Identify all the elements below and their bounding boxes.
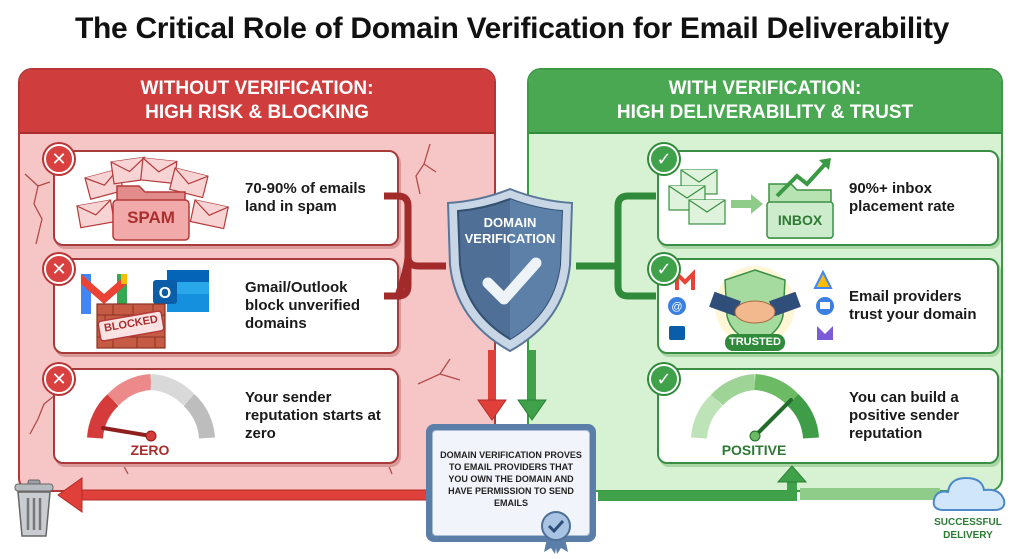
successful-delivery-label: SUCCESSFUL DELIVERY bbox=[934, 517, 1002, 541]
positive-label: POSITIVE bbox=[721, 442, 787, 458]
blocked-card: O BLOCKED Gmail/Outlook block unverified… bbox=[53, 258, 399, 354]
reputation-zero-text: Your sender reputation starts at zero bbox=[245, 389, 381, 442]
inbox-card-text: 90%+ inbox placement rate bbox=[849, 180, 955, 215]
spam-card-text: 70-90% of emails land in spam bbox=[245, 180, 366, 215]
gauge-positive-illustration: POSITIVE bbox=[659, 370, 849, 462]
inbox-label: INBOX bbox=[777, 212, 823, 228]
trust-card-text: Email providers trust your domain bbox=[849, 288, 977, 323]
check-circle-icon: ✓ bbox=[649, 254, 679, 284]
blocked-providers-illustration: O BLOCKED bbox=[55, 260, 245, 352]
with-verification-panel: WITH VERIFICATION: HIGH DELIVERABILITY &… bbox=[527, 68, 1003, 492]
svg-text:@: @ bbox=[671, 301, 682, 313]
without-verification-panel: WITHOUT VERIFICATION: HIGH RISK & BLOCKI… bbox=[18, 68, 496, 492]
shield-icon bbox=[446, 187, 574, 353]
zero-label: ZERO bbox=[130, 442, 170, 458]
check-circle-icon: ✓ bbox=[649, 144, 679, 174]
inbox-card: INBOX 90%+ inbox placement rate bbox=[657, 150, 999, 246]
header-line-1: WITHOUT VERIFICATION: bbox=[140, 78, 374, 99]
svg-text:O: O bbox=[159, 285, 171, 302]
trusted-label: TRUSTED bbox=[729, 336, 781, 348]
header-line-1: WITH VERIFICATION: bbox=[668, 78, 862, 99]
verification-certificate: DOMAIN VERIFICATION PROVES TO EMAIL PROV… bbox=[426, 424, 596, 554]
x-circle-icon: ✕ bbox=[44, 364, 74, 394]
domain-verification-shield: DOMAIN VERIFICATION bbox=[440, 185, 580, 355]
without-verification-header: WITHOUT VERIFICATION: HIGH RISK & BLOCKI… bbox=[20, 70, 494, 134]
spam-folder-illustration: SPAM bbox=[55, 152, 245, 244]
header-line-2: HIGH RISK & BLOCKING bbox=[145, 102, 369, 123]
with-verification-header: WITH VERIFICATION: HIGH DELIVERABILITY &… bbox=[529, 70, 1001, 134]
x-circle-icon: ✕ bbox=[44, 254, 74, 284]
inbox-folder-illustration: INBOX bbox=[659, 152, 849, 244]
trusted-handshake-illustration: @ TRUSTED bbox=[659, 260, 849, 352]
trash-can-icon bbox=[14, 479, 54, 537]
page-title: The Critical Role of Domain Verification… bbox=[74, 12, 950, 45]
x-circle-icon: ✕ bbox=[44, 144, 74, 174]
cloud-icon bbox=[932, 476, 1006, 511]
ribbon-seal-icon bbox=[541, 511, 571, 554]
trust-card: @ TRUSTED Email providers trust your dom… bbox=[657, 258, 999, 354]
spam-card: SPAM 70-90% of emails land in spam bbox=[53, 150, 399, 246]
blocked-card-text: Gmail/Outlook block unverified domains bbox=[245, 279, 361, 332]
gauge-zero-illustration: ZERO bbox=[55, 370, 245, 462]
reputation-zero-card: ZERO Your sender reputation starts at ze… bbox=[53, 368, 399, 464]
certificate-text: DOMAIN VERIFICATION PROVES TO EMAIL PROV… bbox=[440, 450, 582, 508]
header-line-2: HIGH DELIVERABILITY & TRUST bbox=[616, 102, 914, 123]
reputation-positive-text: You can build a positive sender reputati… bbox=[849, 389, 960, 442]
spam-label: SPAM bbox=[127, 208, 175, 227]
reputation-positive-card: POSITIVE You can build a positive sender… bbox=[657, 368, 999, 464]
check-circle-icon: ✓ bbox=[649, 364, 679, 394]
shield-label: DOMAIN VERIFICATION bbox=[464, 215, 556, 246]
